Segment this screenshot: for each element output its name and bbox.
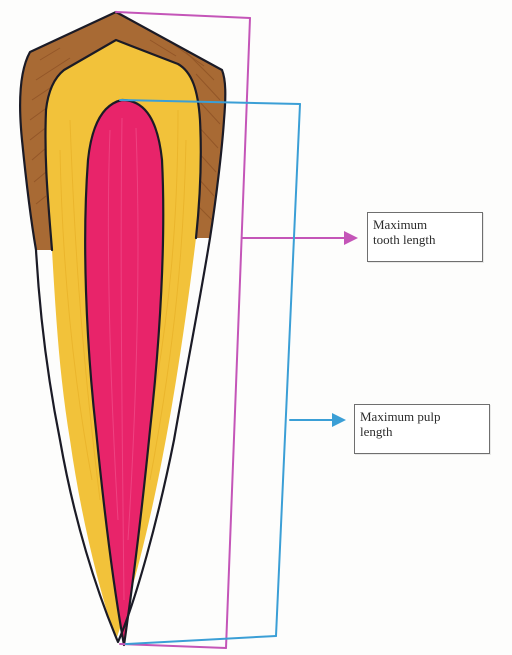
pulp-length-label-box: Maximum pulp length <box>354 404 490 454</box>
tooth-length-label-line1: Maximum <box>373 217 477 232</box>
tooth-length-bottom-line <box>120 644 226 648</box>
pulp-length-bottom-line <box>126 636 276 644</box>
tooth-length-label-box: Maximum tooth length <box>367 212 483 262</box>
pulp-length-label-line1: Maximum pulp <box>360 409 484 424</box>
tooth-length-top-line <box>116 12 250 18</box>
pulp-length-arrowhead <box>332 413 346 427</box>
pulp-length-vertical-line <box>276 104 300 636</box>
tooth-length-label-line2: tooth length <box>373 232 477 247</box>
tooth-length-vertical-line <box>226 18 250 648</box>
pulp-length-label-line2: length <box>360 424 484 439</box>
tooth-length-arrowhead <box>344 231 358 245</box>
